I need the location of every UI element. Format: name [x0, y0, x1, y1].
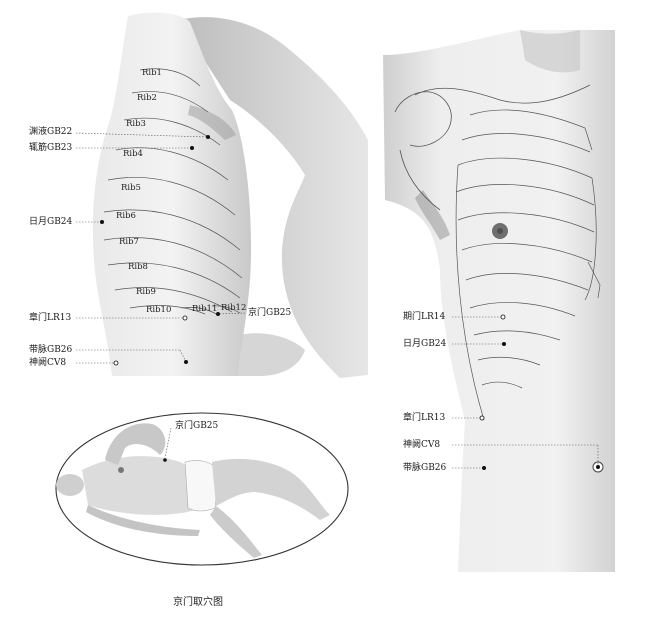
- label-jingmen-gb25: 京门GB25: [248, 308, 292, 318]
- rib-label-6: Rib6: [116, 211, 136, 221]
- left-hand-at-hip: [236, 333, 305, 376]
- rib-label-4: Rib4: [123, 149, 143, 159]
- label-daimai-gb26-front: 带脉GB26: [403, 463, 447, 473]
- label-daimai-gb26: 带脉GB26: [29, 345, 73, 355]
- right-torso-figure: [383, 30, 615, 572]
- label-riyue-gb24: 日月GB24: [29, 217, 73, 227]
- label-shenque-cv8: 神阙CV8: [29, 358, 67, 368]
- label-shenque-cv8-front: 神阙CV8: [403, 440, 441, 450]
- rib-label-12: Rib12: [221, 303, 247, 313]
- right-rib-cage-lines: [455, 109, 601, 421]
- inset-caption: 京门取穴图: [173, 597, 223, 608]
- rib-label-2: Rib2: [137, 93, 157, 103]
- label-riyue-gb24-front: 日月GB24: [403, 339, 447, 349]
- rib-label-7: Rib7: [119, 237, 139, 247]
- rib-label-8: Rib8: [128, 262, 148, 272]
- left-torso-body: [92, 12, 252, 376]
- label-zhangmen-lr13: 章门LR13: [29, 313, 72, 323]
- left-raised-arm: [178, 17, 368, 379]
- label-jingmen-gb25-inset: 京门GB25: [175, 421, 219, 431]
- rib-label-5: Rib5: [121, 183, 141, 193]
- right-acupoint-markers: [479, 314, 600, 470]
- left-acupoint-markers: [100, 135, 220, 366]
- label-zhejin-gb23: 辄筋GB23: [29, 143, 73, 153]
- left-rib-lines: [103, 68, 243, 316]
- left-torso-figure: [75, 12, 368, 379]
- label-qimen-lr14: 期门LR14: [403, 312, 446, 322]
- rib-label-11: Rib11: [192, 304, 218, 314]
- right-torso-body: [383, 30, 615, 572]
- inset-figure: [55, 412, 349, 566]
- label-zhangmen-lr13-front: 章门LR13: [403, 413, 446, 423]
- rib-label-10: Rib10: [146, 305, 172, 315]
- rib-label-9: Rib9: [136, 287, 156, 297]
- label-yuanye-gb22: 渊液GB22: [29, 127, 73, 137]
- rib-label-1: Rib1: [142, 68, 162, 78]
- rib-label-3: Rib3: [126, 119, 146, 129]
